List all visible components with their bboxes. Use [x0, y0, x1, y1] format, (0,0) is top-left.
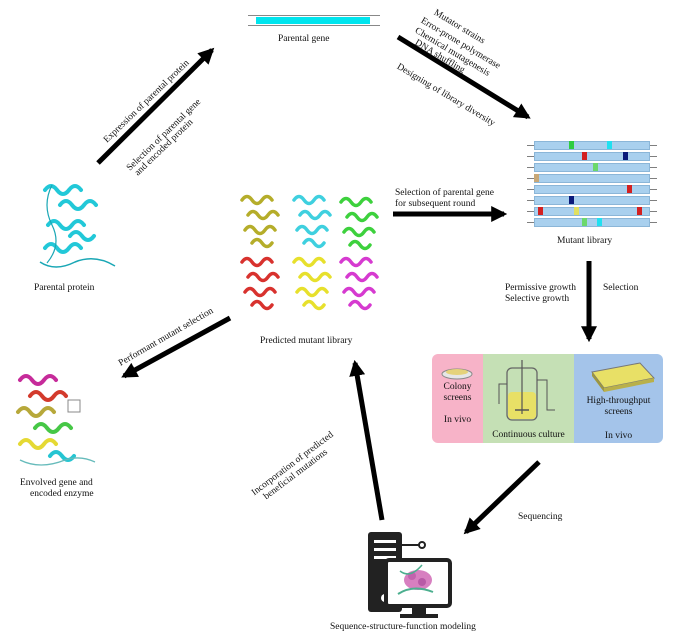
continuous-culture-panel: Continuous culture: [483, 354, 574, 443]
subsequent-round-label-1: Selection of parental gene: [395, 188, 494, 198]
subsequent-round-label-2: for subsequent round: [395, 199, 476, 209]
colony-screens-panel: Colony screens In vivo: [432, 354, 483, 443]
selection-label: Selection: [603, 283, 639, 293]
arrow-sequencing: [463, 460, 541, 535]
permissive-growth-label: Permissive growth: [505, 283, 576, 293]
continuous-culture-label: Continuous culture: [492, 430, 565, 440]
colony-label-2: screens: [443, 393, 472, 403]
parental-gene-bar: [248, 15, 380, 26]
hts-label-1: High-throughput: [586, 396, 651, 406]
hts-label-2: screens: [604, 407, 633, 417]
predicted-library-label: Predicted mutant library: [260, 336, 353, 346]
arrow-performant: [121, 315, 232, 379]
evolved-label-1: Envolved gene and: [20, 478, 93, 488]
colony-invivo-label: In vivo: [443, 415, 472, 425]
modeling-label: Sequence-structure-function modeling: [330, 622, 476, 632]
mutant-library-image: [527, 141, 657, 227]
screening-panel: Colony screens In vivo Continuous cultur…: [432, 354, 663, 443]
colony-label-1: Colony: [443, 382, 472, 392]
parental-protein-label: Parental protein: [34, 283, 95, 293]
sequencing-label: Sequencing: [518, 512, 563, 522]
selective-growth-label: Selective growth: [505, 294, 570, 304]
mutant-library-label: Mutant library: [557, 236, 613, 246]
hts-panel: High-throughput screens In vivo: [574, 354, 663, 443]
hts-invivo-label: In vivo: [604, 431, 633, 441]
arrow-expression: [96, 47, 215, 165]
parental-gene-label: Parental gene: [278, 34, 330, 44]
arrow-incorporation: [349, 359, 385, 521]
evolved-label-2: encoded enzyme: [30, 489, 94, 499]
arrow-library-design: [396, 34, 531, 120]
